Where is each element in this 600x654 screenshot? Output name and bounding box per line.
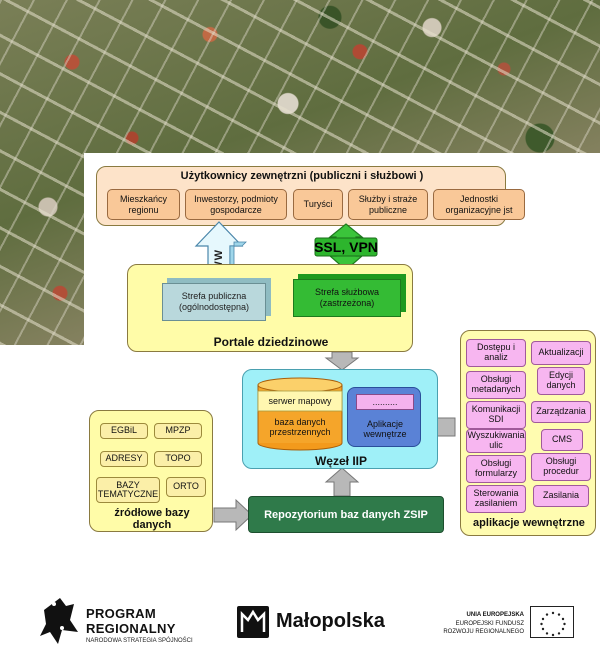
app-updates: Aktualizacji (531, 341, 591, 365)
spatial-db-label: baza danych przestrzennych (269, 416, 331, 437)
internal-apps-label: Aplikacje wewnętrze (363, 418, 407, 439)
map-server-label: serwer mapowy (268, 396, 332, 406)
malopolska-label: Małopolska (276, 610, 385, 632)
eu-flag (530, 606, 574, 638)
app-sdi-communication: Komunikacji SDI (466, 401, 526, 429)
app-street-search: Wyszukiwania ulic (466, 429, 526, 453)
eu-line1: UNIA EUROPEJSKA (466, 612, 524, 618)
user-item-services: Służby i straże publiczne (348, 189, 428, 220)
zsip-repository-box: Repozytorium baz danych ZSIP (248, 496, 444, 533)
map-server-cylinder: serwer mapowy baza danych przestrzennych (256, 377, 344, 451)
external-users-box: Użytkownicy zewnętrzni (publiczni i służ… (96, 166, 525, 226)
internal-apps-box: .......... Aplikacje wewnętrze (347, 387, 421, 447)
source-item-thematic: BAZY TEMATYCZNE (96, 477, 160, 503)
internal-applications-title: aplikacje wewnętrzne (473, 517, 585, 529)
user-item-investors: Inwestorzy, podmioty gospodarcze (185, 189, 287, 220)
user-item-residents: Mieszkańcy regionu (107, 189, 180, 220)
user-item-tourists: Turyści (293, 189, 343, 220)
iip-node-box: serwer mapowy baza danych przestrzennych… (242, 369, 438, 469)
app-power-supply: Zasilania (533, 485, 589, 507)
service-zone-box: Strefa służbowa (zastrzeżona) (293, 279, 401, 317)
malopolska-logo-mark (237, 606, 269, 638)
program-subtitle: NARODOWA STRATEGIA SPÓJNOŚCI (86, 638, 193, 644)
source-item-adresy: ADRESY (100, 451, 148, 467)
iip-node-title: Węzeł IIP (314, 454, 367, 468)
ssl-vpn-label: SSL, VPN (314, 239, 378, 255)
source-item-orto: ORTO (166, 477, 206, 497)
program-line1: PROGRAM (86, 606, 156, 621)
app-metadata: Obsługi metadanych (466, 371, 526, 399)
source-item-egbil: EGBiL (100, 423, 148, 439)
source-item-mpzp: MPZP (154, 423, 202, 439)
program-line2: REGIONALNY (86, 621, 176, 636)
eu-line3: ROZWOJU REGIONALNEGO (443, 629, 524, 635)
app-power-control: Sterowania zasilaniem (466, 485, 526, 513)
eu-line2: EUROPEJSKI FUNDUSZ (455, 621, 524, 627)
app-management: Zarządzania (531, 401, 591, 423)
app-data-editing: Edycji danych (537, 367, 585, 395)
internal-applications-box: Dostępu i analiz Aktualizacji Obsługi me… (460, 330, 596, 536)
external-users-title: Użytkownicy zewnętrzni (publiczni i służ… (180, 170, 424, 182)
app-access-analysis: Dostępu i analiz (466, 339, 526, 367)
domain-portals-box: Strefa publiczna (ogólnodostępna) Strefa… (127, 264, 413, 352)
domain-portals-title: Portale dziedzinowe (213, 335, 329, 349)
app-forms: Obsługi formularzy (466, 455, 526, 483)
app-procedures: Obsługi procedur (531, 453, 591, 481)
source-item-topo: TOPO (154, 451, 202, 467)
source-databases-title: źródłowe bazy danych (114, 507, 190, 532)
dots-box: .......... (356, 394, 414, 410)
public-zone-box: Strefa publiczna (ogólnodostępna) (162, 283, 266, 321)
user-item-units: Jednostki organizacyjne jst (433, 189, 525, 220)
source-databases-box: EGBiL MPZP ADRESY TOPO BAZY TEMATYCZNE O… (89, 410, 213, 532)
app-cms: CMS (541, 429, 583, 451)
